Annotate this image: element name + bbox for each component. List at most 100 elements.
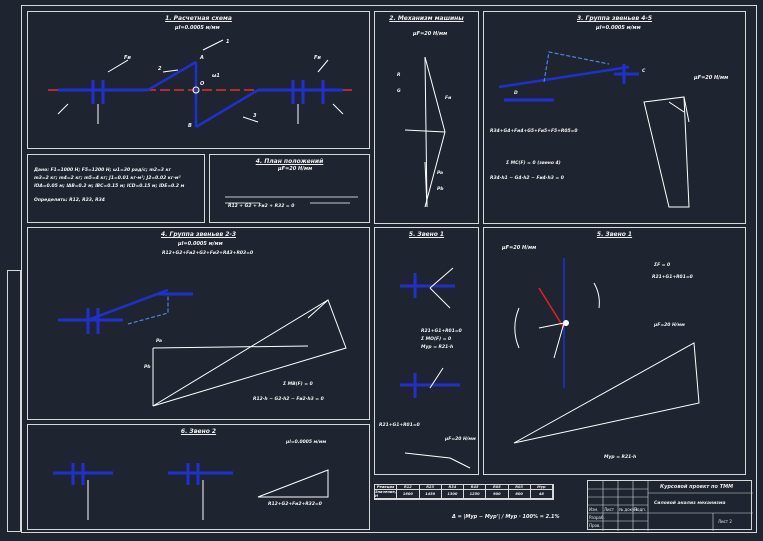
- label-A: A: [200, 55, 204, 61]
- scale-label: μF=20 Н/мм: [413, 31, 448, 37]
- given-line: m3=2 кг; m4=2 кг; m5=4 кг; J1=0.01 кг·м²…: [34, 176, 181, 181]
- scale-label: μl=0.0005 м/мм: [175, 25, 220, 31]
- given-line: lOA=0.05 м; lAB=0.2 м; lBC=0.15 м; lCD=0…: [34, 184, 185, 189]
- table-cell: 1600: [397, 490, 420, 499]
- eq-link1-2: R21+G1+R01=0: [379, 423, 420, 428]
- scale-label: μl=0.0005 м/мм: [596, 25, 641, 31]
- eq-group45: R34+G4+Fи4+G5+Fи5+F5+R05=0: [490, 129, 578, 134]
- mechanism-diagram: [48, 39, 353, 129]
- group-23-diagram: [58, 288, 347, 407]
- table-cell: R05: [486, 485, 509, 490]
- side-strip: [7, 270, 21, 532]
- force-label: G: [397, 89, 401, 94]
- force-label: R: [397, 73, 401, 78]
- label-B: B: [188, 123, 192, 129]
- panel-title: 6. Звено 2: [180, 428, 217, 435]
- table-cell: 1250: [464, 490, 487, 499]
- panel-group-45: 3. Группа звеньев 4-5 μl=0.0005 м/мм μF=…: [483, 11, 746, 224]
- panel-title: 5. Звено 1: [596, 231, 633, 238]
- eq-group45b: Σ MC(F) = 0 (звено 4): [506, 161, 561, 166]
- title-block-label: Лист 2: [718, 519, 732, 524]
- title-block-cell: Разраб.: [589, 515, 605, 520]
- table-header-row: Реакция R12 R23 R34 R45 R05 R03 Мур: [375, 485, 553, 490]
- table-cell: 900: [486, 490, 509, 499]
- eq-group45c: R34·h1 − G4·h2 − Fи4·h3 = 0: [490, 176, 564, 181]
- table-cell: R45: [464, 485, 487, 490]
- given-line: Дано: F1=1000 Н; F5=1200 Н; ω1=30 рад/с;…: [34, 168, 171, 173]
- label-Pb: Pb: [144, 365, 151, 370]
- table-cell: Реакция: [375, 485, 398, 490]
- title-block-grid: [588, 481, 753, 531]
- title-block-cell: Изм.: [589, 507, 599, 512]
- label-C: C: [642, 69, 646, 74]
- label-Pa: Pa: [156, 339, 163, 344]
- eq-link1-big-b: Мур = R21·h: [604, 455, 637, 460]
- results-table: Реакция R12 R23 R34 R45 R05 R03 Мур Знач…: [374, 484, 554, 500]
- eq-group23a: R12+G2+Fи2+G3+Fи3+R43+R03=0: [162, 251, 254, 256]
- link2-diagram: [53, 463, 329, 520]
- panel-title: 2. Механизм машины: [389, 15, 464, 22]
- eq-group23c: R12·h − G2·h2 − Fи2·h3 = 0: [253, 397, 324, 402]
- label-Fi-right: Fи: [314, 55, 321, 61]
- force-polygon: [404, 56, 446, 208]
- label-D: D: [514, 91, 518, 96]
- label-Fi-left: Fи: [124, 55, 131, 61]
- scale-label: μl=0.0005 м/мм: [178, 241, 223, 247]
- force-label: Fи: [445, 96, 452, 101]
- panel-title: 3. Группа звеньев 4-5: [576, 15, 653, 22]
- scale-label: μl=0.0005 м/мм: [286, 440, 327, 445]
- table-cell: 1450: [419, 490, 442, 499]
- panel-title: 1. Расчетная схема: [165, 15, 232, 22]
- label-3: 3: [253, 113, 257, 119]
- panel-plan: 4. План положений μF=20 Н/мм R12 + G2 + …: [209, 154, 370, 223]
- title-block-cell: Пров.: [589, 523, 601, 528]
- scale-label: μF=20 Н/мм: [278, 166, 313, 172]
- panel-link1-small: 5. Звено 1 R21+G1+R01=0 Σ MO(F) = 0 Мур …: [374, 227, 479, 475]
- plan-diagram: [225, 196, 358, 204]
- table-cell: 1300: [441, 490, 464, 499]
- scale-label: μF=20 Н/мм: [694, 75, 729, 81]
- link1-small-diagram: [400, 267, 471, 469]
- link1-big-diagram: [513, 258, 700, 444]
- table-cell: R12: [397, 485, 420, 490]
- panel-title: 5. Звено 1: [408, 231, 445, 238]
- eq-link2: R12+G2+Fи2+R32=0: [268, 502, 322, 507]
- eq-link1: R21+G1+R01=0: [421, 329, 462, 334]
- error-equation: Δ = |Мур − Мур'| / Мур · 100% = 2.1%: [452, 514, 560, 520]
- given-line: Определить: R12, R23, R34: [34, 198, 105, 203]
- label-1: 1: [226, 39, 230, 45]
- table-row: Значение, Н 1600 1450 1300 1250 900 800 …: [375, 490, 553, 499]
- force-label: Pa: [437, 171, 444, 176]
- label-O: O: [200, 81, 205, 87]
- eq-group23b: Σ MB(F) = 0: [283, 382, 313, 387]
- title-block-title: Курсовой проект по ТММ: [660, 484, 734, 490]
- table-cell: 48: [530, 490, 553, 499]
- panel-group-23: 4. Группа звеньев 2-3 μl=0.0005 м/мм R12…: [27, 227, 370, 420]
- panel-title: 4. Группа звеньев 2-3: [160, 231, 237, 238]
- scale-label: μF=20 Н/мм: [654, 323, 685, 328]
- eq-link1c: Мур = R21·h: [421, 345, 454, 350]
- title-block-cell: № докум.: [619, 507, 639, 512]
- panel-given: Дано: F1=1000 Н; F5=1200 Н; ω1=30 рад/с;…: [27, 154, 205, 223]
- eq-link1-big: R21+G1+R01=0: [652, 275, 693, 280]
- eq-link1b: Σ MO(F) = 0: [421, 337, 452, 342]
- title-block-cell: Подп.: [634, 507, 647, 512]
- force-label: Pb: [437, 187, 444, 192]
- plan-eq: R12 + G2 + Fи2 + R32 = 0: [228, 204, 295, 209]
- panel-calc-scheme: 1. Расчетная схема μl=0.0005 м/мм: [27, 11, 370, 149]
- eq-force-sum: ΣF = 0: [654, 263, 671, 268]
- table-cell: R23: [419, 485, 442, 490]
- label-w: ω1: [212, 73, 220, 79]
- scale-label: μF=20 Н/мм: [502, 245, 537, 251]
- table-cell: Значение, Н: [375, 490, 398, 499]
- title-block-cell: Лист: [604, 507, 615, 512]
- table-cell: R34: [441, 485, 464, 490]
- panel-link2: 6. Звено 2 μl=0.0005 м/мм R12+G2+Fи2+R32…: [27, 424, 370, 530]
- scale-label: μF=20 Н/мм: [445, 437, 476, 442]
- panel-mechanism: 2. Механизм машины μF=20 Н/мм R G Fи Pa …: [374, 11, 479, 224]
- table-cell: R03: [508, 485, 531, 490]
- group-45-diagram: [498, 51, 690, 208]
- label-2: 2: [158, 66, 162, 72]
- outer-frame: [21, 5, 757, 533]
